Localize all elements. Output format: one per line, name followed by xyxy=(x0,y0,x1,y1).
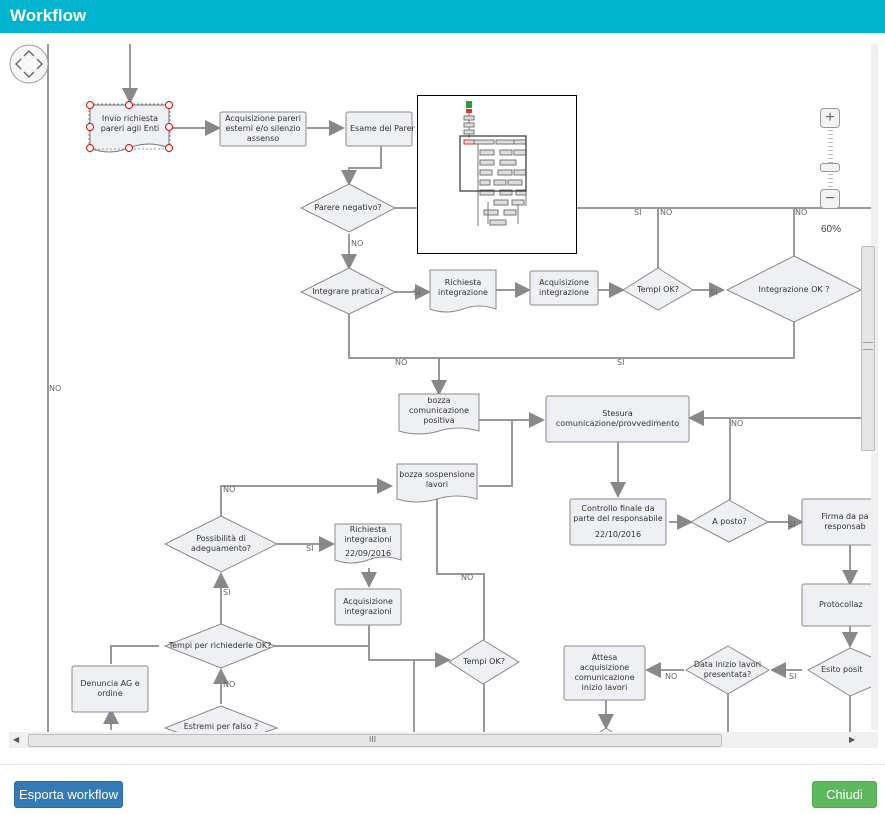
node-richiesta-integrazioni[interactable]: Richiesta integrazioni xyxy=(344,525,392,544)
node-stesura[interactable]: Stesura comunicazione/provvedimento xyxy=(555,409,680,428)
edge-label-no: NO xyxy=(461,573,474,582)
node-esame-pareri[interactable]: Esame dei Parer xyxy=(350,124,415,133)
zoom-slider-track[interactable] xyxy=(828,130,833,187)
dialog-header: Workflow xyxy=(0,0,885,33)
edge-label-no: NO xyxy=(660,208,673,217)
node-protocollazione[interactable]: Protocollaz xyxy=(819,600,863,609)
zoom-out-button[interactable]: − xyxy=(820,189,840,209)
node-acquisizione-integrazione[interactable]: Acquisizione integrazione xyxy=(539,278,589,297)
node-tempi-ok-1[interactable]: Tempi OK? xyxy=(637,285,679,294)
horizontal-scroll-thumb[interactable] xyxy=(28,734,722,747)
node-tempi-richiederle[interactable]: Tempi per richiederle OK? xyxy=(168,641,272,650)
node-estremi-falso[interactable]: Estremi per falso ? xyxy=(183,722,259,731)
horizontal-scroll-grip-icon: III xyxy=(369,735,377,744)
edge-label-no: NO xyxy=(351,239,364,248)
edge-label-si: SI xyxy=(223,588,231,597)
pan-control-icon[interactable] xyxy=(9,44,49,84)
node-data-inizio-lavori[interactable]: Data inizio lavori presentata? xyxy=(693,660,762,679)
node-parere-negativo[interactable]: Parere negativo? xyxy=(314,203,382,212)
node-attesa-acquisizione[interactable]: Attesa acquisizione comunicazione inizio… xyxy=(574,653,635,692)
edge-label-no: NO xyxy=(223,680,236,689)
edge-label-si: SI xyxy=(789,672,797,681)
zoom-level: 60% xyxy=(821,224,842,235)
edge-label-si: SI xyxy=(634,208,642,217)
edge-label-si: SI xyxy=(306,544,314,553)
zoom-slider-thumb[interactable] xyxy=(820,163,840,172)
node-richiesta-integrazione[interactable]: Richiesta integrazione xyxy=(438,278,488,297)
node-controllo-finale-date: 22/10/2016 xyxy=(594,530,642,539)
vertical-scroll-thumb[interactable] xyxy=(861,246,875,451)
edge-label-no: NO xyxy=(665,672,678,681)
dialog-title: Workflow xyxy=(10,6,87,25)
node-a-posto[interactable]: A posto? xyxy=(712,517,747,526)
edge-label-no: NO xyxy=(395,358,408,367)
node-controllo-finale[interactable]: Controllo finale da parte del responsabi… xyxy=(573,504,663,523)
scroll-right-icon[interactable]: ▶ xyxy=(849,735,856,744)
footer-divider xyxy=(0,764,885,765)
workflow-minimap[interactable] xyxy=(417,95,577,254)
edge-label-si: SI xyxy=(617,358,625,367)
node-bozza-positiva[interactable]: bozza comunicazione positiva xyxy=(408,396,470,425)
vertical-scroll-grip-icon xyxy=(863,342,873,350)
node-tempi-ok-2[interactable]: Tempi OK? xyxy=(463,657,505,666)
export-workflow-button[interactable]: Esporta workflow xyxy=(14,781,123,808)
edge-label-si: SI xyxy=(413,288,421,297)
node-acquisizione-pareri[interactable]: Acquisizione pareri esterni e/o silenzio… xyxy=(225,114,301,143)
edge-label-no: NO xyxy=(49,384,62,393)
node-bozza-sospensione[interactable]: bozza sospensione lavori xyxy=(399,470,475,489)
close-button[interactable]: Chiudi xyxy=(812,781,877,808)
node-firma[interactable]: Firma da pa responsab xyxy=(821,512,869,531)
node-possibilita-adeguamento[interactable]: Possibilità di adeguamento? xyxy=(190,534,251,553)
node-richiesta-integrazioni-date: 22/09/2016 xyxy=(344,549,392,558)
edge-label-si: SI xyxy=(710,288,718,297)
zoom-in-button[interactable]: + xyxy=(820,108,840,128)
edge-label-si: SI xyxy=(788,520,796,529)
edge-label-no: NO xyxy=(223,485,236,494)
scroll-left-icon[interactable]: ◀ xyxy=(13,735,20,744)
node-invio-richiesta[interactable]: Invio richiesta pareri agli Enti xyxy=(100,114,160,133)
workflow-edges xyxy=(47,44,878,748)
edge-label-no: NO xyxy=(731,419,744,428)
node-acquisizione-integrazioni[interactable]: Acquisizione integrazioni xyxy=(343,597,393,616)
minimap-preview xyxy=(459,101,527,226)
workflow-canvas[interactable]: Invio richiesta pareri agli Enti Acquisi… xyxy=(9,44,878,748)
node-integrazione-ok[interactable]: Integrazione OK ? xyxy=(758,285,830,294)
node-esito-positivo[interactable]: Esito posit xyxy=(821,665,863,674)
edge-label-no: NO xyxy=(795,208,808,217)
node-denuncia[interactable]: Denuncia AG e ordine xyxy=(80,679,140,698)
node-integrare-pratica[interactable]: Integrare pratica? xyxy=(312,287,384,296)
